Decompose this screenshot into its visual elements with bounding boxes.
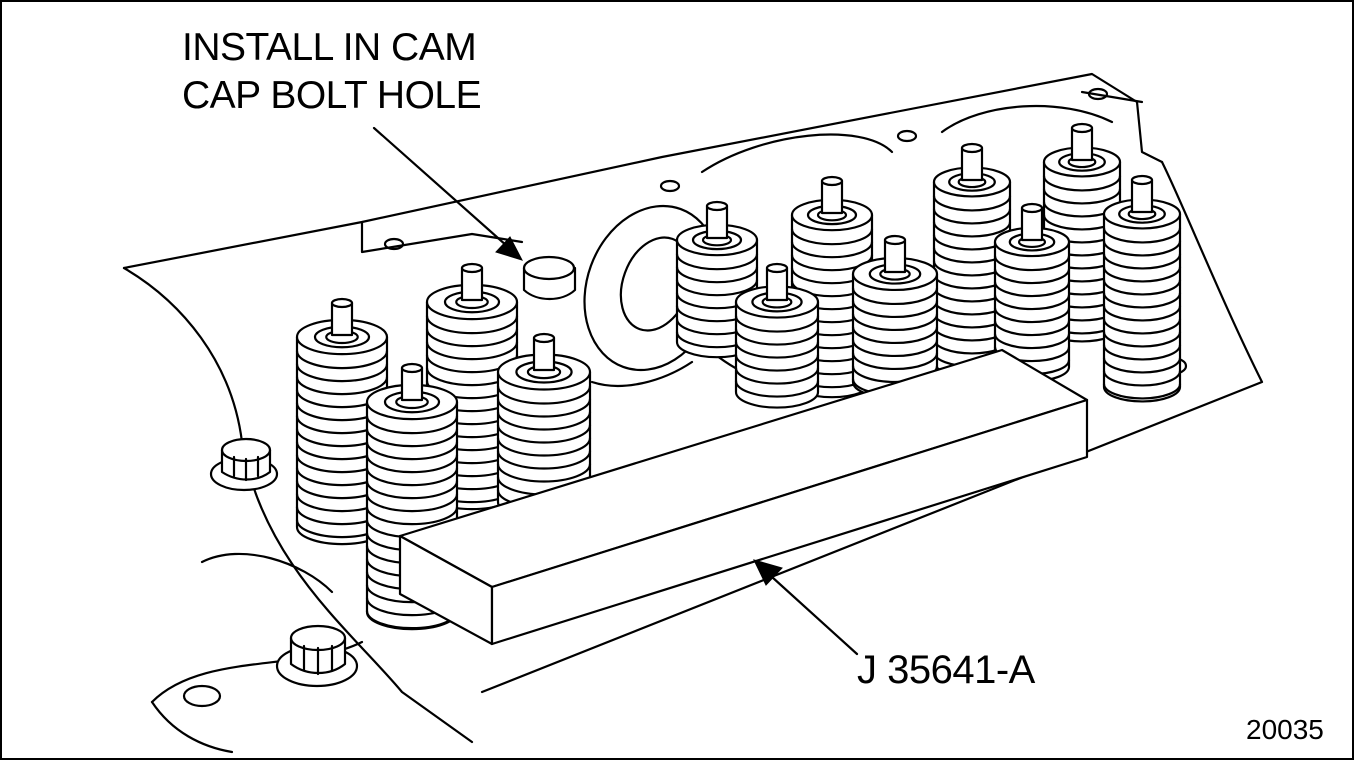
valve-spring [932,142,1012,378]
leader-tool [753,559,859,656]
valve-spring [295,297,389,546]
install-callout-line1: INSTALL IN CAM [182,26,477,69]
valve-springs [295,122,1182,631]
valve-spring [993,202,1071,383]
valve-spring [734,262,820,409]
bolt-front [275,624,359,688]
figure-number: 20035 [1246,714,1324,745]
leader-install [372,126,523,261]
valve-spring [851,234,939,400]
valve-spring [1102,174,1182,403]
install-callout-line2: CAP BOLT HOLE [182,74,482,117]
install-callout: INSTALL IN CAM CAP BOLT HOLE [182,24,482,120]
tool-callout: J 35641-A [857,648,1035,692]
bolt-left [209,437,279,492]
valve-spring [496,332,592,521]
tool-bar [398,348,1089,646]
cam-cap-plug [522,255,577,301]
